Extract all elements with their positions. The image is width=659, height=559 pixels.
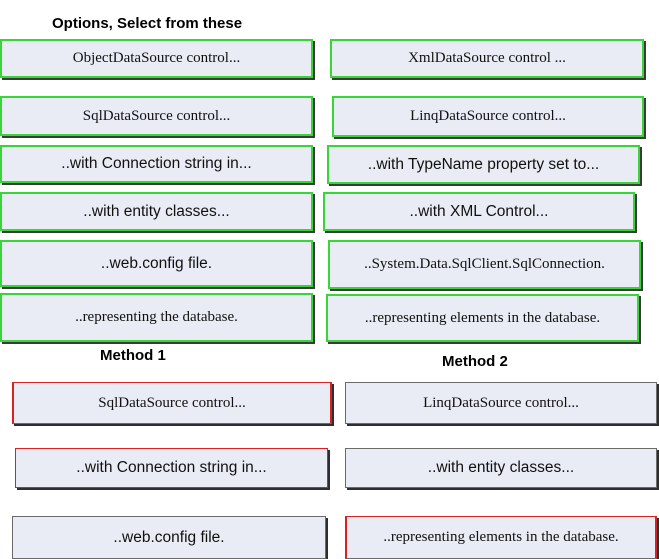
method1-slot-3[interactable]: ..web.config file. [12,516,326,559]
option-linqdatasource[interactable]: LinqDataSource control... [332,96,644,137]
option-system-data-sqlclient[interactable]: ..System.Data.SqlClient.SqlConnection. [328,240,641,289]
options-heading: Options, Select from these [52,15,243,32]
option-representing-database[interactable]: ..representing the database. [0,293,313,342]
method1-slot-1[interactable]: SqlDataSource control... [12,382,332,424]
method2-slot-1[interactable]: LinqDataSource control... [345,382,657,424]
method1-heading: Method 1 [100,347,166,364]
option-xmldatasource[interactable]: XmlDataSource control ... [330,39,644,78]
option-with-connection-string[interactable]: ..with Connection string in... [0,145,313,183]
option-with-xml-control[interactable]: ..with XML Control... [323,192,635,231]
option-sqldatasource[interactable]: SqlDataSource control... [0,96,313,136]
method2-slot-3[interactable]: ..representing elements in the database. [345,516,657,559]
option-representing-elements[interactable]: ..representing elements in the database. [326,294,639,342]
option-objectdatasource[interactable]: ObjectDataSource control... [0,39,313,78]
option-with-typename-property[interactable]: ..with TypeName property set to... [327,145,640,184]
option-web-config-file[interactable]: ..web.config file. [0,240,313,287]
method2-heading: Method 2 [442,353,508,370]
method2-slot-2[interactable]: ..with entity classes... [345,448,657,488]
method1-slot-2[interactable]: ..with Connection string in... [15,448,328,488]
option-with-entity-classes[interactable]: ..with entity classes... [0,192,313,231]
